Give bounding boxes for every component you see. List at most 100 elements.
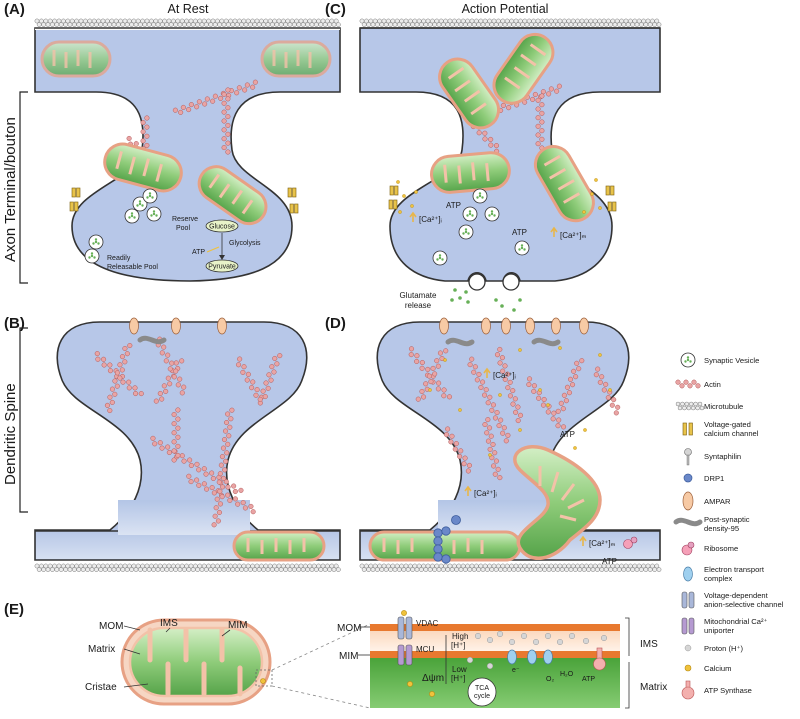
- pyruvate-oval: [205, 259, 239, 273]
- calcium-zoom-top: [401, 610, 407, 616]
- ca-channel-a-4: [289, 203, 299, 214]
- side-label-dendrite: Dendritic Spine: [2, 383, 19, 485]
- calcium-dot-9: [518, 348, 522, 352]
- glutamate-dot-0: [453, 288, 457, 292]
- proton-8: [568, 632, 576, 640]
- legend-item-syntaphilin: Syntaphilin: [684, 448, 741, 466]
- calcium-dot-23: [488, 453, 492, 457]
- calcium-dot-4: [414, 190, 418, 194]
- ribosome-d: [623, 536, 638, 549]
- zoom-line-bottom: [271, 685, 371, 709]
- actin-b-1: [94, 351, 144, 397]
- label-ca-i-c: [Ca²⁺]ᵢ: [419, 215, 442, 224]
- label-atp-e: ATP: [582, 676, 595, 683]
- actin-d-6: [555, 358, 585, 414]
- leader-cristae: [123, 683, 149, 688]
- psd95-icon: [673, 517, 703, 527]
- microtubule-b: [34, 563, 341, 572]
- vesicle-c-1: [472, 188, 488, 204]
- proton-0: [474, 632, 482, 640]
- ampar-d-2: [481, 317, 491, 335]
- ca-channel-c-1: [389, 185, 399, 196]
- atp-arrow-a: [206, 246, 220, 253]
- ampar-d-6: [579, 317, 589, 335]
- actin-a-2: [221, 87, 231, 155]
- legend-label-drp1: DRP1: [704, 474, 724, 483]
- legend-label-mcu-2: uniporter: [704, 626, 734, 635]
- glutamate-dot-4: [466, 300, 470, 304]
- actin-b-10: [186, 473, 256, 515]
- drp1-cluster: [433, 526, 451, 564]
- mito-a-bouton-1: [103, 142, 183, 193]
- label-zoom-ims: IMS: [640, 639, 658, 650]
- vesicle-c-6: [514, 240, 530, 256]
- legend-item-proton: Proton (H⁺): [684, 644, 744, 653]
- actin-d-7: [593, 366, 621, 416]
- microtubule-icon: [675, 401, 705, 411]
- vdac-channel: [397, 616, 413, 640]
- actin-d-3: [467, 356, 511, 444]
- legend-label-psd95-2: density-95: [704, 524, 739, 533]
- label-readily-2: Releasable Pool: [107, 264, 158, 271]
- calcium-dot-14: [538, 388, 542, 392]
- label-atp-d-top: ATP: [560, 430, 575, 439]
- vesicle-c-2: [484, 206, 500, 222]
- label-glutamate-1: Glutamate: [400, 291, 437, 300]
- calcium-dot-12: [443, 358, 447, 362]
- legend-label-ampar: AMPAR: [704, 497, 731, 506]
- legend-label-etc-1: Electron transport: [704, 565, 765, 574]
- calcium-icon: [684, 664, 692, 672]
- tca-cycle: [467, 677, 497, 707]
- legend-label-proton: Proton (H⁺): [704, 644, 744, 653]
- label-readily-1: Readily: [107, 255, 131, 262]
- glycolysis-arrowhead: [219, 255, 225, 260]
- microtubule-c: [359, 18, 662, 27]
- ca-channel-c-3: [605, 185, 615, 196]
- glucose-oval: [205, 219, 239, 233]
- ampar-d-4: [525, 317, 535, 335]
- synaptic-vesicle-icon: [680, 352, 696, 368]
- legend-item-calcium: Calcium: [684, 664, 731, 673]
- panel-b: [34, 321, 341, 561]
- label-atp-d-bottom: ATP: [602, 557, 617, 566]
- calcium-dot-8: [594, 178, 598, 182]
- etc-icon: [683, 566, 693, 582]
- label-high-h-1: High: [452, 632, 468, 641]
- mito-c-bouton-2: [533, 145, 595, 223]
- microtubules: [34, 18, 662, 572]
- up-arrow-ca-m-d: [579, 535, 587, 546]
- calcium-dot-15: [608, 388, 612, 392]
- legend-label-vdac-2: anion-selective channel: [704, 600, 784, 609]
- ca-channel-a-1: [71, 187, 81, 198]
- leader-matrix: [123, 648, 141, 655]
- legend-label-mcu-1: Mitochondrial Ca²⁺: [704, 617, 768, 626]
- label-matrix-e: Matrix: [88, 644, 115, 655]
- zoom-calcium: [260, 678, 266, 684]
- label-zoom-mom: MOM: [337, 623, 361, 634]
- zoom-box: [255, 669, 273, 687]
- calcium-dot-3: [398, 210, 402, 214]
- label-mcu: MCU: [416, 645, 434, 654]
- panel-d-letter: (D): [325, 315, 346, 332]
- label-pyruvate: Pyruvate: [208, 264, 236, 271]
- mito-a-bouton-2: [197, 165, 268, 226]
- calcium-dot-0: [396, 180, 400, 184]
- actin-icon: [675, 379, 701, 389]
- calcium-dot-11: [598, 353, 602, 357]
- ca-channel-a-2: [69, 201, 79, 212]
- label-glutamate-2: release: [405, 301, 432, 310]
- label-vdac: VDAC: [416, 619, 438, 628]
- calcium-zoom-matrix: [407, 681, 413, 687]
- glutamate-dot-6: [500, 304, 504, 308]
- mito-c-top-right: [492, 32, 555, 105]
- proton-3: [508, 638, 516, 646]
- actin-d-9: [444, 426, 472, 474]
- legend-item-mcu: Mitochondrial Ca²⁺uniporter: [681, 617, 768, 635]
- calcium-dot-1: [402, 194, 406, 198]
- protons: [401, 610, 608, 697]
- spine-b-body: [34, 321, 341, 561]
- actin-d-2: [415, 348, 449, 402]
